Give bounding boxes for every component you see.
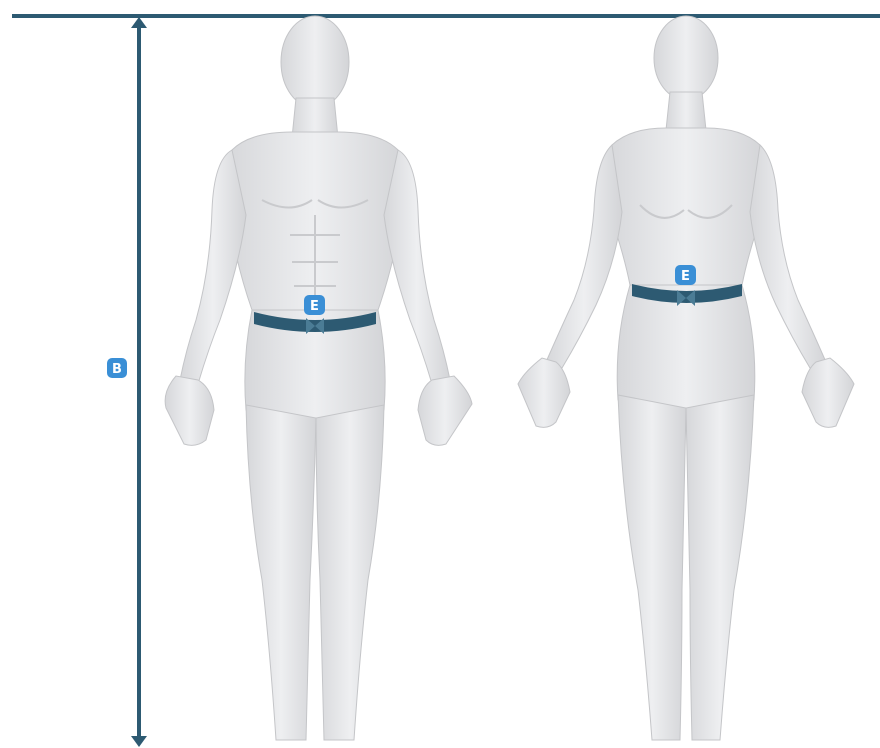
- height-arrow: [131, 17, 147, 747]
- height-marker-badge: B: [107, 358, 127, 378]
- height-marker-label: B: [112, 362, 122, 377]
- male-waist-marker-label: E: [310, 299, 319, 314]
- male-waist-marker-badge: E: [304, 295, 325, 315]
- female-waist-marker-badge: E: [675, 265, 696, 285]
- male-figure: [165, 16, 472, 740]
- female-figure: [518, 16, 854, 740]
- female-waist-marker-label: E: [681, 269, 690, 284]
